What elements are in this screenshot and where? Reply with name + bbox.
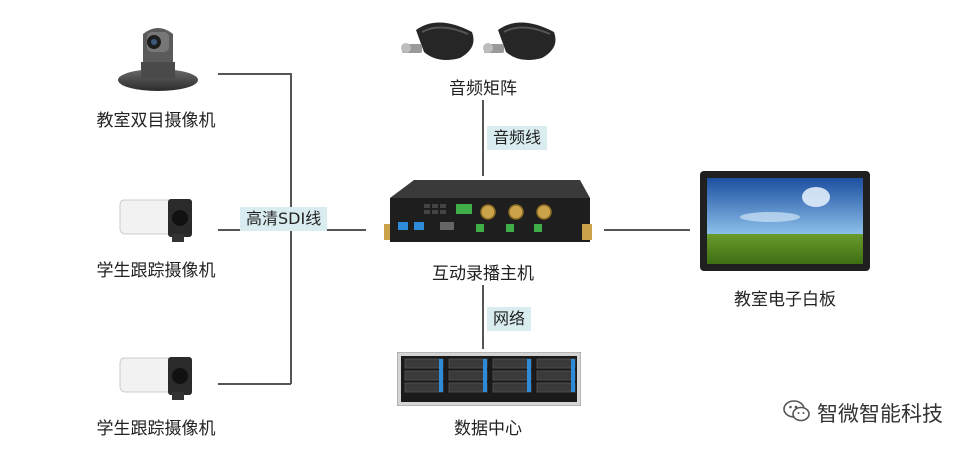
box-camera-icon (116, 352, 196, 402)
connector-whiteboard (604, 229, 690, 231)
student-camera-label-2: 学生跟踪摄像机 (96, 419, 216, 439)
audio-cable-label: 音频线 (487, 126, 548, 150)
watermark-text: 智微智能科技 (817, 402, 943, 426)
connector-network (482, 285, 484, 349)
box-camera-icon (116, 194, 196, 244)
recorder-host-icon (384, 176, 594, 248)
sdi-cable-label: 高清SDI线 (240, 207, 328, 231)
connector-camera3 (218, 383, 291, 385)
connector-audio (482, 100, 484, 176)
student-camera-label-1: 学生跟踪摄像机 (96, 261, 216, 281)
connector-camera1 (218, 73, 291, 75)
storage-server-icon (396, 351, 582, 407)
whiteboard-label: 教室电子白板 (734, 290, 836, 310)
watermark: 智微智能科技 (783, 398, 943, 428)
datacenter-label: 数据中心 (454, 419, 522, 439)
display-icon (700, 171, 870, 271)
wechat-icon (783, 399, 811, 428)
ptz-camera-icon (113, 18, 203, 94)
microphone-icon (480, 18, 560, 66)
microphone-icon (398, 18, 478, 66)
network-label: 网络 (487, 307, 532, 331)
audio-matrix-label: 音频矩阵 (449, 79, 517, 99)
host-label: 互动录播主机 (432, 264, 534, 284)
classroom-camera-label: 教室双目摄像机 (96, 111, 216, 131)
